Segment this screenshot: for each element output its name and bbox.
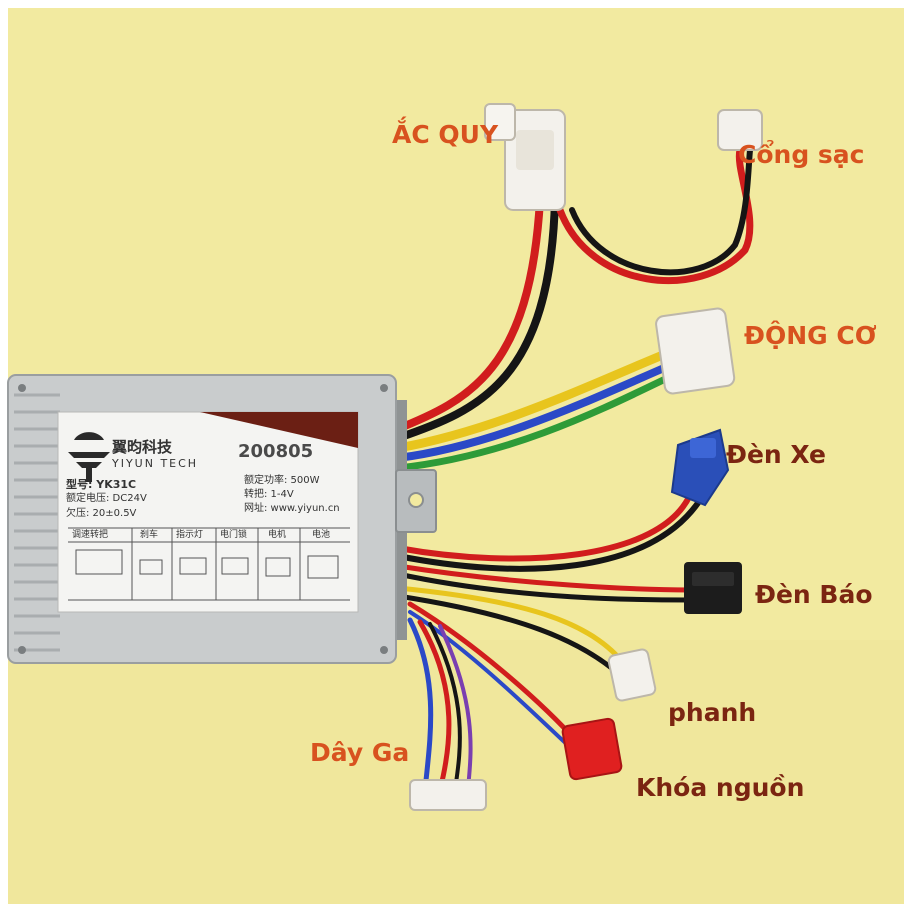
logo-icon bbox=[68, 432, 110, 482]
charge-port-connector bbox=[717, 109, 763, 151]
brand-name-cn: 翼昀科技 bbox=[112, 438, 173, 456]
port-label-brake: 刹车 bbox=[140, 530, 159, 540]
label-den-bao: Đèn Báo bbox=[755, 580, 873, 609]
throttle-range: 转把: 1-4V bbox=[244, 489, 294, 500]
port-label-key-lock: 电门锁 bbox=[220, 530, 248, 540]
port-label-motor: 电机 bbox=[268, 530, 287, 540]
motor-connector bbox=[655, 307, 736, 395]
undervoltage: 欠压: 20±0.5V bbox=[66, 508, 137, 519]
connectors bbox=[409, 103, 763, 811]
rated-voltage: 额定电压: DC24V bbox=[66, 493, 147, 504]
indicator-connector bbox=[684, 562, 742, 614]
label-phanh: phanh bbox=[668, 698, 757, 727]
brand-name-en: YIYUN TECH bbox=[112, 457, 199, 470]
port-label-throttle: 调速转把 bbox=[72, 530, 109, 540]
label-den-xe: Đèn Xe bbox=[726, 440, 826, 469]
throttle-connector bbox=[409, 779, 487, 811]
controller-box bbox=[7, 374, 437, 664]
date-stamp: 200805 bbox=[238, 441, 314, 462]
key-switch-connector bbox=[561, 717, 623, 781]
rated-power: 额定功率: 500W bbox=[244, 475, 320, 486]
model-number: 型号: YK31C bbox=[66, 478, 137, 491]
label-day-ga: Dây Ga bbox=[310, 738, 410, 767]
label-ac-quy: ẮC QUY bbox=[392, 120, 499, 149]
brake-connector bbox=[607, 648, 657, 702]
label-cong-sac: Cổng sạc bbox=[738, 140, 865, 169]
port-label-battery: 电池 bbox=[312, 530, 331, 540]
port-label-indicator: 指示灯 bbox=[176, 530, 204, 540]
label-khoa-nguon: Khóa nguồn bbox=[636, 773, 805, 802]
label-dong-co: ĐỘNG CƠ bbox=[744, 321, 877, 350]
website: 网址: www.yiyun.cn bbox=[244, 503, 340, 514]
